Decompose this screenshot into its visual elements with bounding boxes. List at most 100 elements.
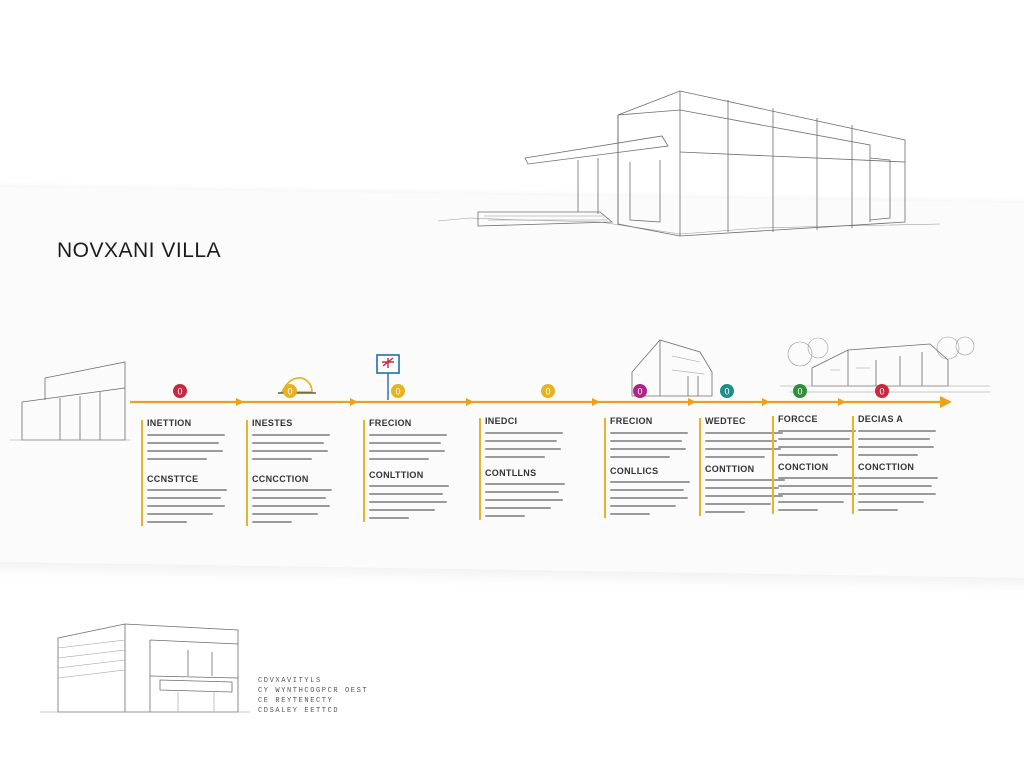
text-line — [369, 450, 445, 452]
text-line — [485, 440, 557, 442]
text-line — [705, 511, 745, 513]
text-line — [705, 503, 771, 505]
text-line — [778, 485, 852, 487]
text-line — [610, 456, 670, 458]
stage-description — [485, 432, 565, 464]
stage-marker: 0 — [720, 384, 734, 398]
stage-description — [705, 479, 785, 519]
text-line — [858, 438, 930, 440]
text-line — [147, 505, 225, 507]
text-line — [610, 497, 688, 499]
text-line — [485, 483, 565, 485]
stage-marker-glyph: 0 — [637, 387, 642, 397]
stage-sublabel: CONCTION — [778, 462, 829, 472]
text-line — [369, 493, 443, 495]
text-line — [858, 446, 934, 448]
text-line — [778, 454, 838, 456]
text-line — [858, 430, 936, 432]
stage-marker-dot — [541, 384, 555, 398]
stage-description — [610, 432, 690, 464]
stage-description — [858, 477, 938, 517]
stage-sublabel: CONTTION — [705, 464, 755, 474]
stage-marker: 0 — [875, 384, 889, 398]
text-line — [147, 450, 223, 452]
text-line — [858, 509, 898, 511]
stage-label: INETTION — [147, 418, 192, 428]
text-line — [252, 521, 292, 523]
text-line — [705, 448, 781, 450]
stage-sublabel: CONCTTION — [858, 462, 915, 472]
text-line — [705, 495, 783, 497]
text-line — [778, 446, 854, 448]
text-line — [485, 499, 563, 501]
text-line — [147, 497, 221, 499]
text-line — [705, 432, 783, 434]
text-line — [778, 501, 844, 503]
text-line — [369, 442, 441, 444]
text-line — [147, 489, 227, 491]
text-line — [147, 513, 213, 515]
stage-sublabel: CONLLICS — [610, 466, 659, 476]
stage-description — [610, 481, 690, 521]
text-line — [252, 434, 330, 436]
text-line — [778, 477, 858, 479]
text-line — [252, 442, 324, 444]
text-line — [485, 507, 551, 509]
text-line — [705, 479, 785, 481]
text-line — [858, 501, 924, 503]
text-line — [485, 491, 559, 493]
text-line — [369, 485, 449, 487]
stage-marker-dot — [283, 384, 297, 398]
text-line — [705, 440, 777, 442]
stage-marker-glyph: 0 — [287, 387, 292, 397]
text-line — [858, 454, 918, 456]
stage-marker-glyph: 0 — [177, 387, 182, 397]
text-line — [369, 434, 447, 436]
text-line — [705, 487, 779, 489]
stage-label: INESTES — [252, 418, 293, 428]
text-line — [147, 434, 225, 436]
text-line — [705, 456, 765, 458]
stage-marker-glyph: 0 — [545, 387, 550, 397]
stage-label: FORCCE — [778, 414, 818, 424]
stage-marker: 0 — [541, 384, 555, 398]
text-line — [369, 509, 435, 511]
stage-marker-dot — [391, 384, 405, 398]
stage-accent-bar — [246, 420, 248, 526]
text-line — [147, 521, 187, 523]
stage-marker: 0 — [283, 384, 297, 398]
stage-marker-dot — [875, 384, 889, 398]
stage-marker: 0 — [793, 384, 807, 398]
stage-accent-bar — [772, 416, 774, 514]
house-sketch-mid — [631, 339, 713, 397]
text-line — [610, 489, 684, 491]
sign-icon — [376, 354, 400, 400]
stage-marker: 0 — [633, 384, 647, 398]
text-line — [610, 513, 650, 515]
villa-sketch-left — [10, 361, 130, 441]
stage-marker-dot — [793, 384, 807, 398]
stage-description — [369, 434, 449, 466]
text-line — [485, 456, 545, 458]
stage-description — [252, 489, 332, 529]
stage-description — [705, 432, 785, 464]
stage-label: FRECION — [369, 418, 412, 428]
stage-accent-bar — [604, 418, 606, 518]
text-line — [252, 450, 328, 452]
text-line — [147, 458, 207, 460]
stage-description — [858, 430, 938, 462]
stage-label: INEDCI — [485, 416, 518, 426]
stage-accent-bar — [479, 418, 481, 520]
text-line — [610, 448, 686, 450]
stage-accent-bar — [141, 420, 143, 526]
text-line — [778, 493, 856, 495]
villa-sketch-main — [437, 90, 941, 237]
stage-sublabel: CONTLLNS — [485, 468, 537, 478]
text-line — [858, 493, 936, 495]
stage-marker-glyph: 0 — [797, 387, 802, 397]
text-line — [778, 430, 856, 432]
text-line — [610, 481, 690, 483]
project-title: NOVXANI VILLA — [57, 239, 222, 262]
stage-marker-dot — [720, 384, 734, 398]
stage-marker-glyph: 0 — [395, 387, 400, 397]
